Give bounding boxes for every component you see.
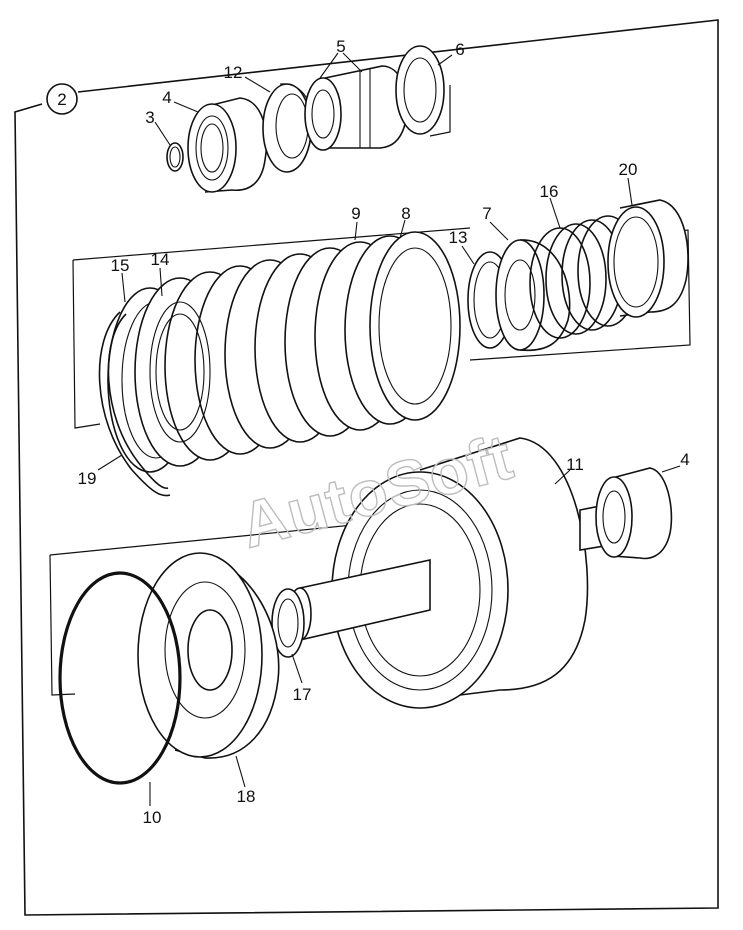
callout-8: 8	[401, 204, 410, 223]
part-10-o-ring	[58, 571, 182, 785]
part-17-washer	[271, 588, 305, 658]
callout-19: 19	[78, 469, 97, 488]
top-bearing-group	[166, 45, 451, 193]
callout-20: 20	[619, 160, 638, 179]
callout-9: 9	[351, 204, 360, 223]
callout-4-lower: 4	[680, 450, 689, 469]
callout-13: 13	[449, 228, 468, 247]
clutch-pack-group	[72, 199, 691, 497]
part-12-spacer-ring	[262, 83, 313, 173]
callout-15: 15	[111, 256, 130, 275]
view-number-text: 2	[57, 90, 66, 109]
callout-12: 12	[224, 63, 243, 82]
part-11-drum	[331, 437, 589, 709]
callout-5: 5	[336, 37, 345, 56]
callout-3: 3	[145, 108, 154, 127]
view-number-badge: 2	[46, 83, 78, 115]
part-18-hub	[137, 552, 280, 759]
callout-11: 11	[566, 455, 584, 474]
part-20-ring	[607, 199, 689, 318]
callout-labels: 3 4 12 5 6 9 8 7 13 16 20 15 14 19 11 4 …	[78, 37, 690, 827]
part-6-seal	[395, 45, 445, 135]
clutch-plates-stack	[134, 231, 461, 467]
callout-18: 18	[237, 787, 256, 806]
callout-4-upper: 4	[162, 88, 171, 107]
callout-7: 7	[482, 204, 491, 223]
part-4-bearing	[187, 97, 268, 193]
leader-lines	[97, 52, 681, 806]
callout-6: 6	[455, 40, 464, 59]
callout-10: 10	[143, 808, 162, 827]
callout-17: 17	[293, 685, 312, 704]
drum-shaft-group	[49, 437, 673, 785]
callout-16: 16	[540, 182, 559, 201]
part-4-lower-bearing	[595, 467, 673, 560]
part-3-snap-ring	[166, 142, 184, 172]
part-5-needle-sleeve	[304, 65, 408, 151]
diagram-frame	[14, 19, 719, 916]
callout-14: 14	[151, 250, 170, 269]
